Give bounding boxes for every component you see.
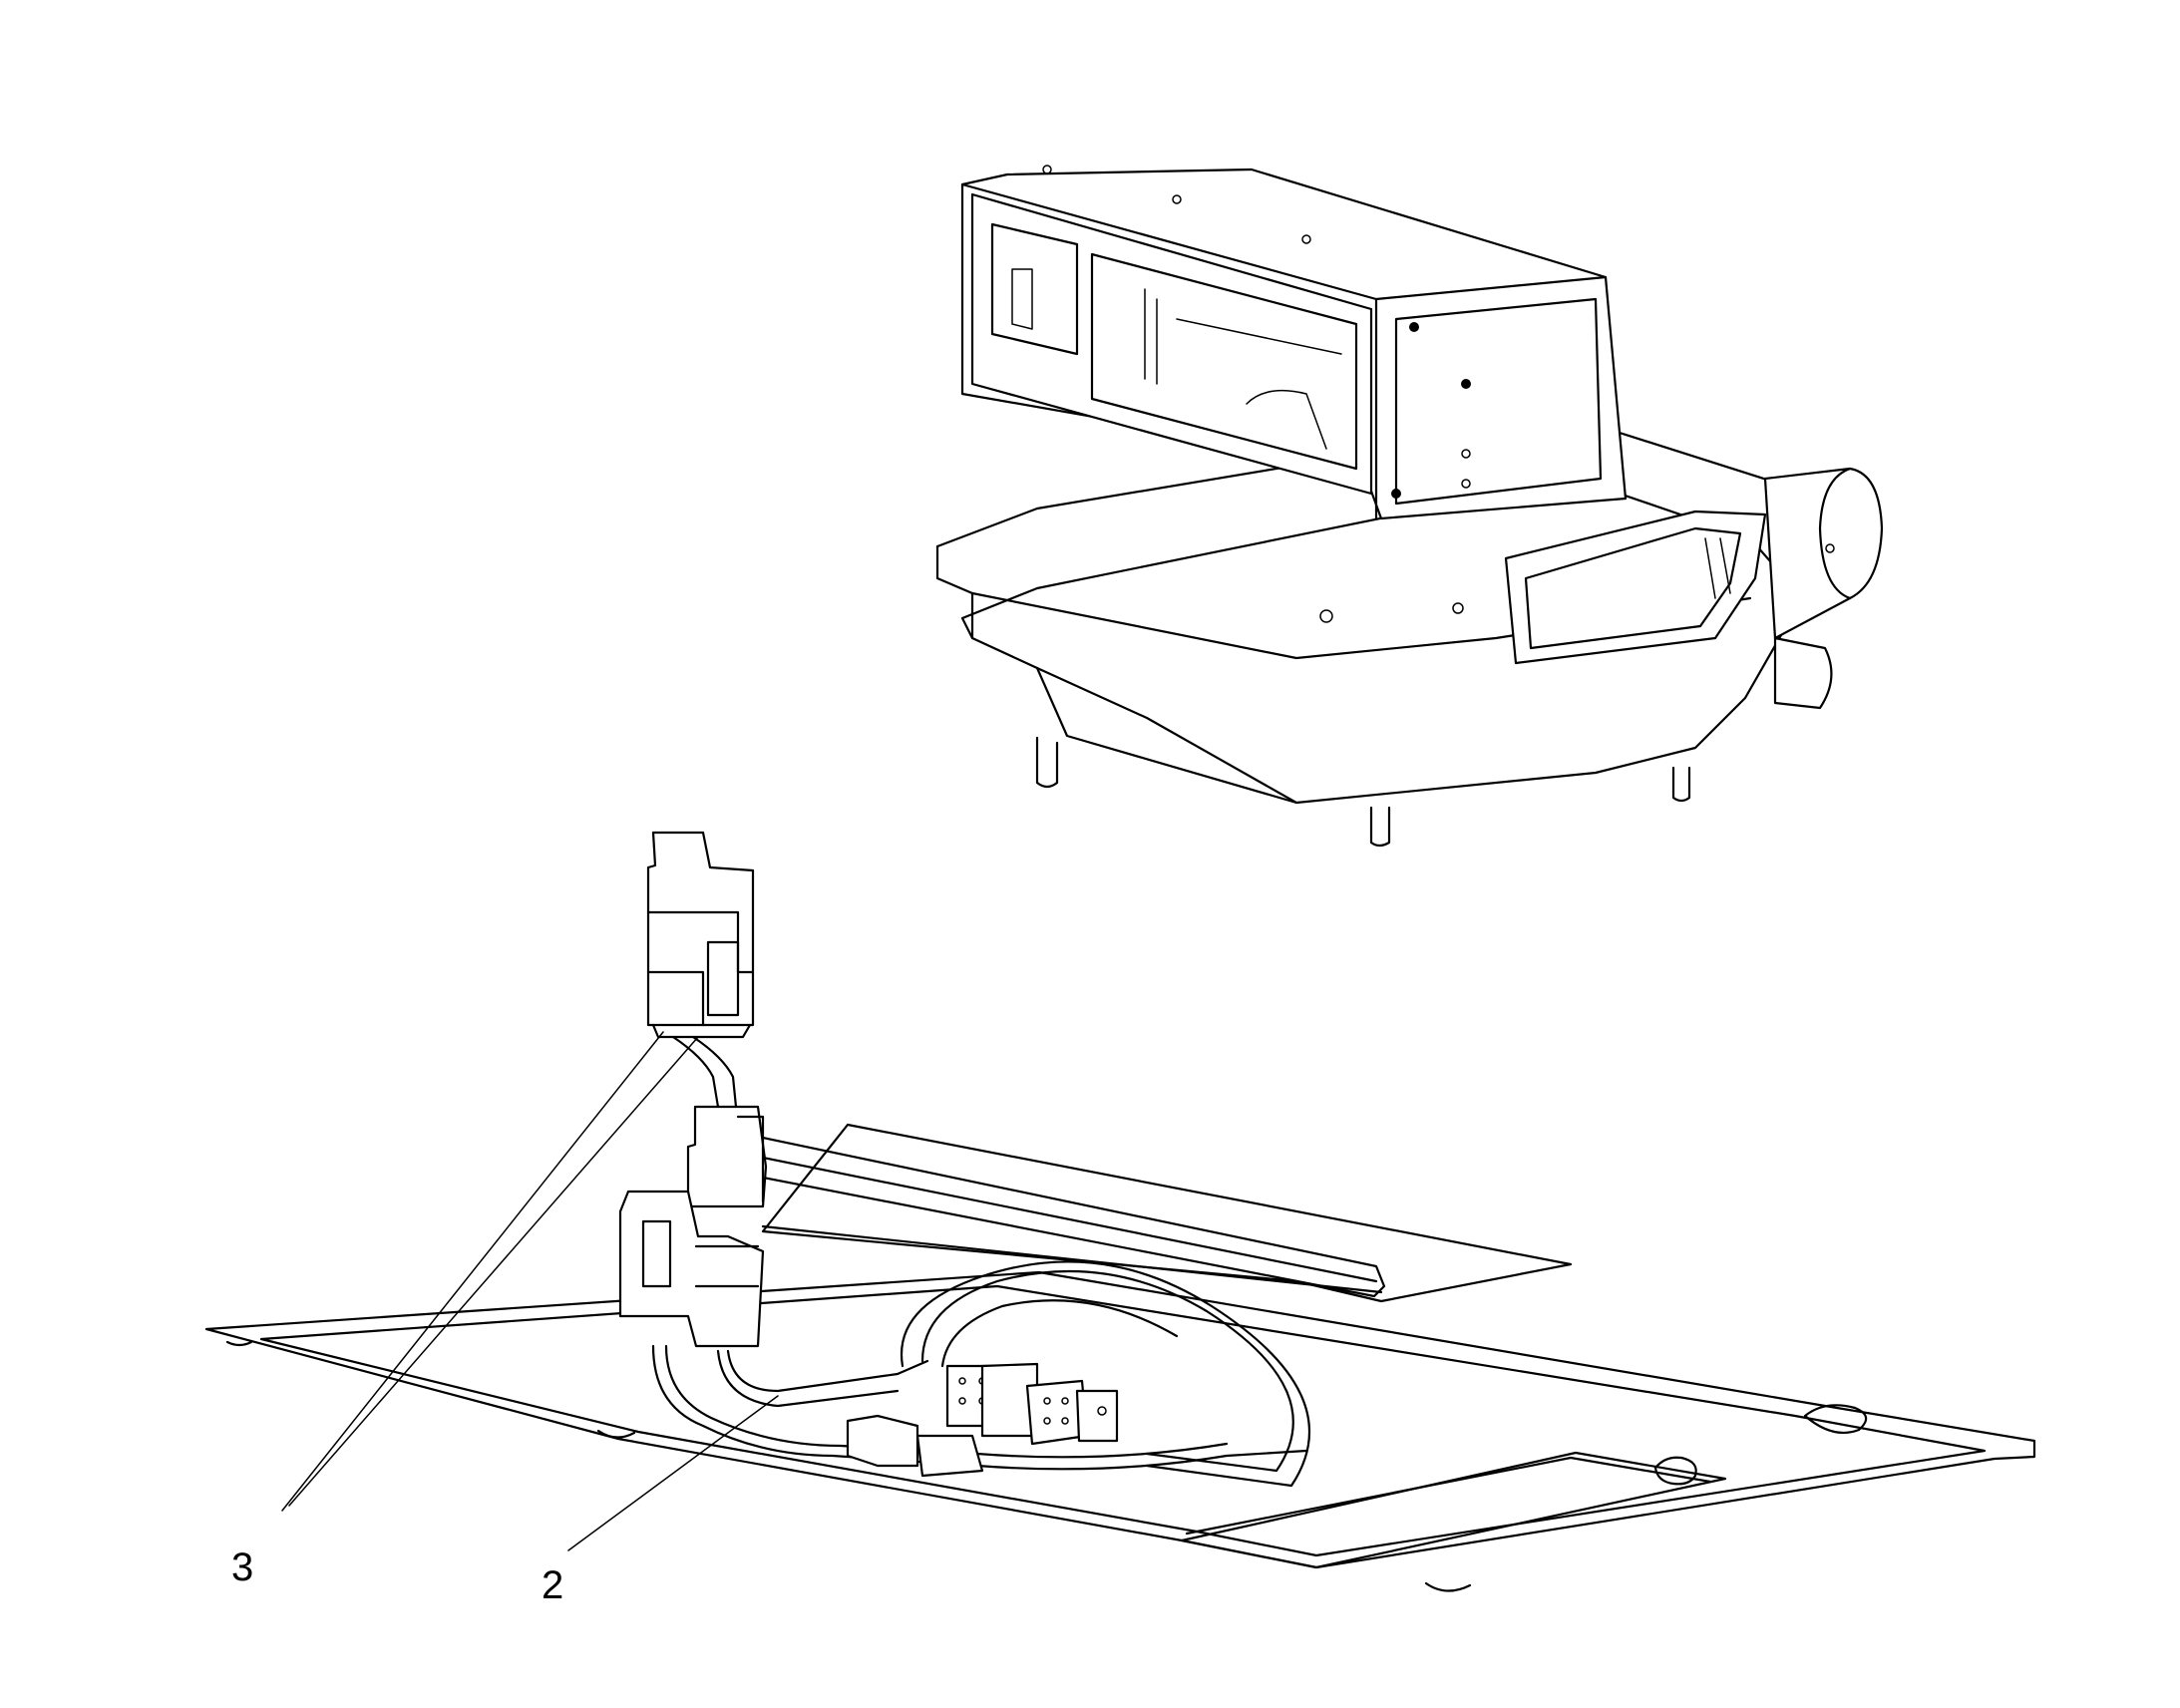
callout-3: 3	[231, 1545, 253, 1589]
floor-panel	[204, 1270, 2036, 1592]
wire-harness	[651, 1260, 1311, 1488]
raised-plate	[756, 1123, 1573, 1303]
middle-connector	[618, 1105, 768, 1348]
callout-2: 2	[542, 1563, 563, 1607]
top-connector	[646, 831, 755, 1109]
hvac-module	[935, 165, 1884, 848]
leader-lines	[281, 1031, 779, 1551]
